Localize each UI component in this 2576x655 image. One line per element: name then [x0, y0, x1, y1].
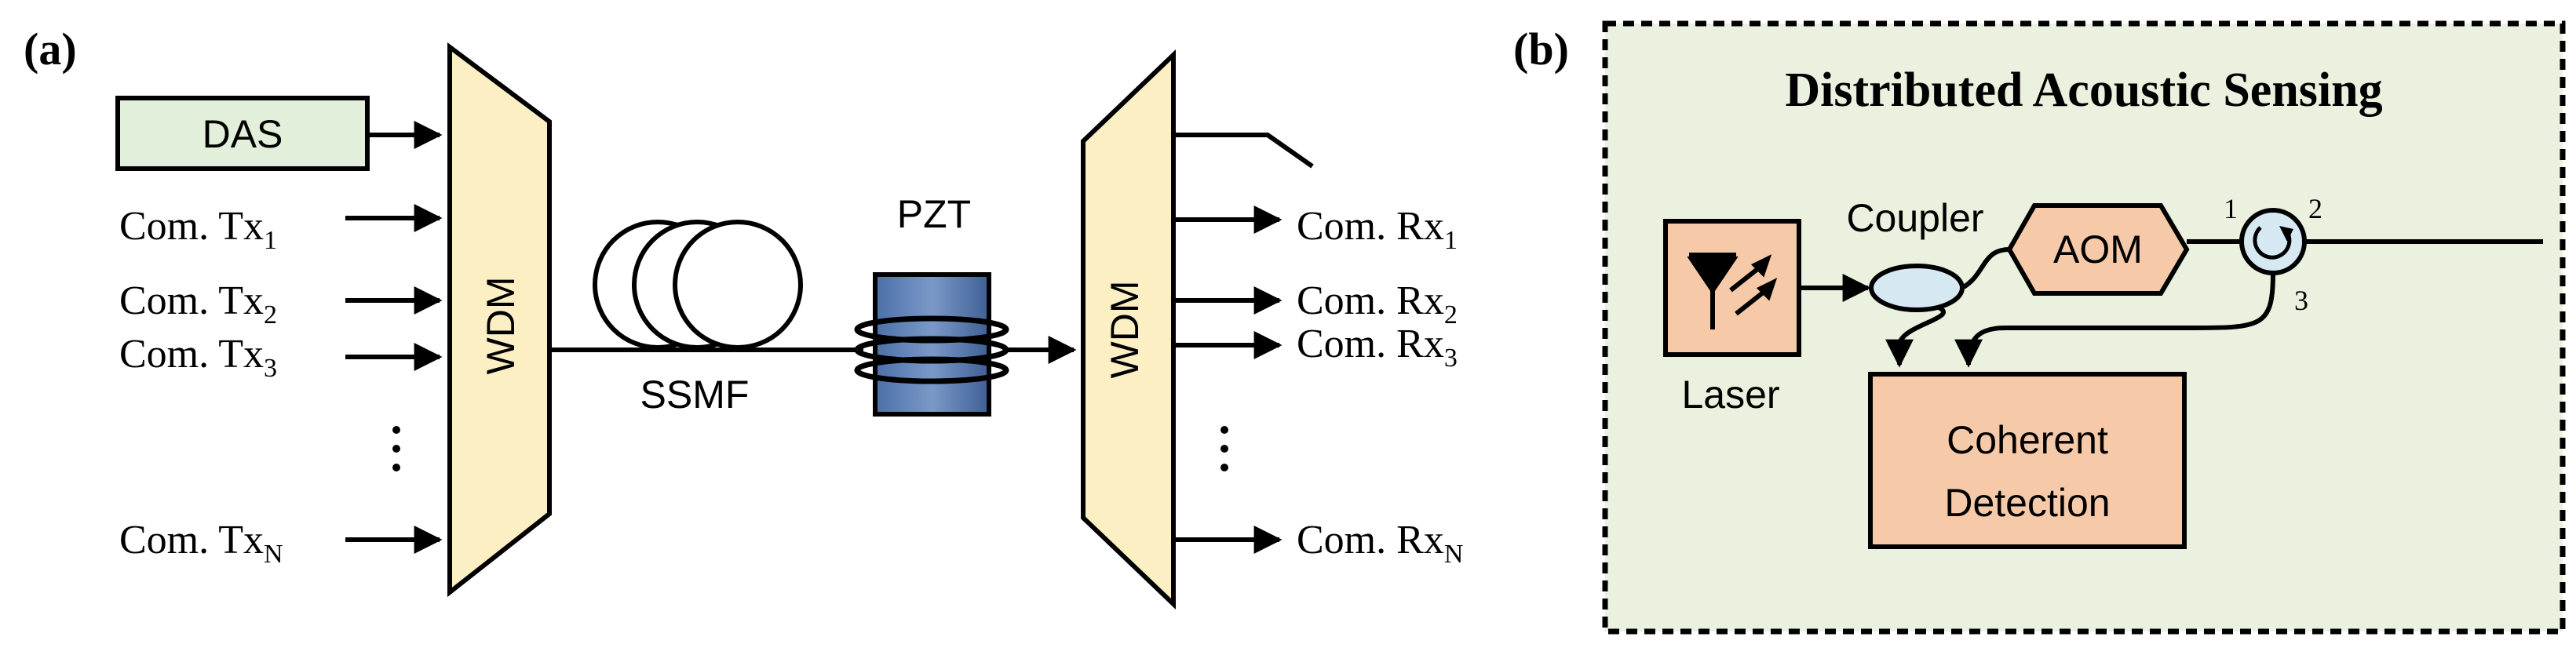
das-termination: [1173, 133, 1314, 169]
tx-2-label: Com. Tx2: [119, 278, 277, 329]
aom-label: AOM: [2053, 227, 2143, 271]
aom-box: [2006, 203, 2190, 296]
ssmf-label: SSMF: [640, 373, 750, 417]
laser-diode-icon: [1687, 253, 1778, 329]
das-label: DAS: [203, 112, 283, 156]
coherent-detection-box: [1868, 372, 2187, 549]
panel-b-label: (b): [1513, 24, 1569, 75]
tx-n-label: Com. TxN: [119, 518, 283, 569]
circulator-port-3: 3: [2294, 285, 2308, 316]
tx-1-label: Com. Tx1: [119, 204, 277, 255]
circulator-port-1: 1: [2224, 193, 2238, 224]
rx-2-label: Com. Rx2: [1297, 278, 1458, 329]
tx-3-label: Com. Tx3: [119, 332, 277, 383]
das-box: [115, 96, 370, 171]
rx-1-label: Com. Rx1: [1297, 204, 1458, 255]
pzt-body: [873, 272, 991, 417]
coupler-to-detection-fiber: [1885, 305, 1947, 368]
tx-ellipsis: [392, 426, 400, 471]
detection-label-line-2: Detection: [1944, 481, 2110, 525]
rx-3-label: Com. Rx3: [1297, 322, 1458, 373]
coupler-label: Coupler: [1846, 196, 1983, 240]
wdm-demux: [1081, 49, 1176, 610]
laser-label: Laser: [1681, 373, 1779, 417]
wdm-mux: [447, 42, 552, 598]
detection-label-line-1: Coherent: [1947, 418, 2108, 462]
circulator-arrow-icon: [2253, 226, 2292, 260]
coupler-to-aom-fiber: [1961, 247, 2010, 290]
circulator-to-detection-fiber: [1954, 272, 2275, 368]
rx-n-label: Com. RxN: [1297, 518, 1463, 569]
das-title: Distributed Acoustic Sensing: [1785, 64, 2382, 117]
pzt-label: PZT: [897, 192, 971, 236]
circulator-arrowhead-icon: [2279, 226, 2293, 242]
circulator: [2239, 208, 2307, 275]
circulator-port-2: 2: [2308, 193, 2322, 224]
coupler: [1869, 264, 1965, 312]
ssmf-spool: [593, 220, 803, 350]
rx-ellipsis: [1220, 426, 1228, 471]
wdm-demux-label: WDM: [1103, 281, 1147, 379]
wdm-mux-label: WDM: [479, 277, 523, 375]
panel-a-label: (a): [24, 24, 77, 75]
